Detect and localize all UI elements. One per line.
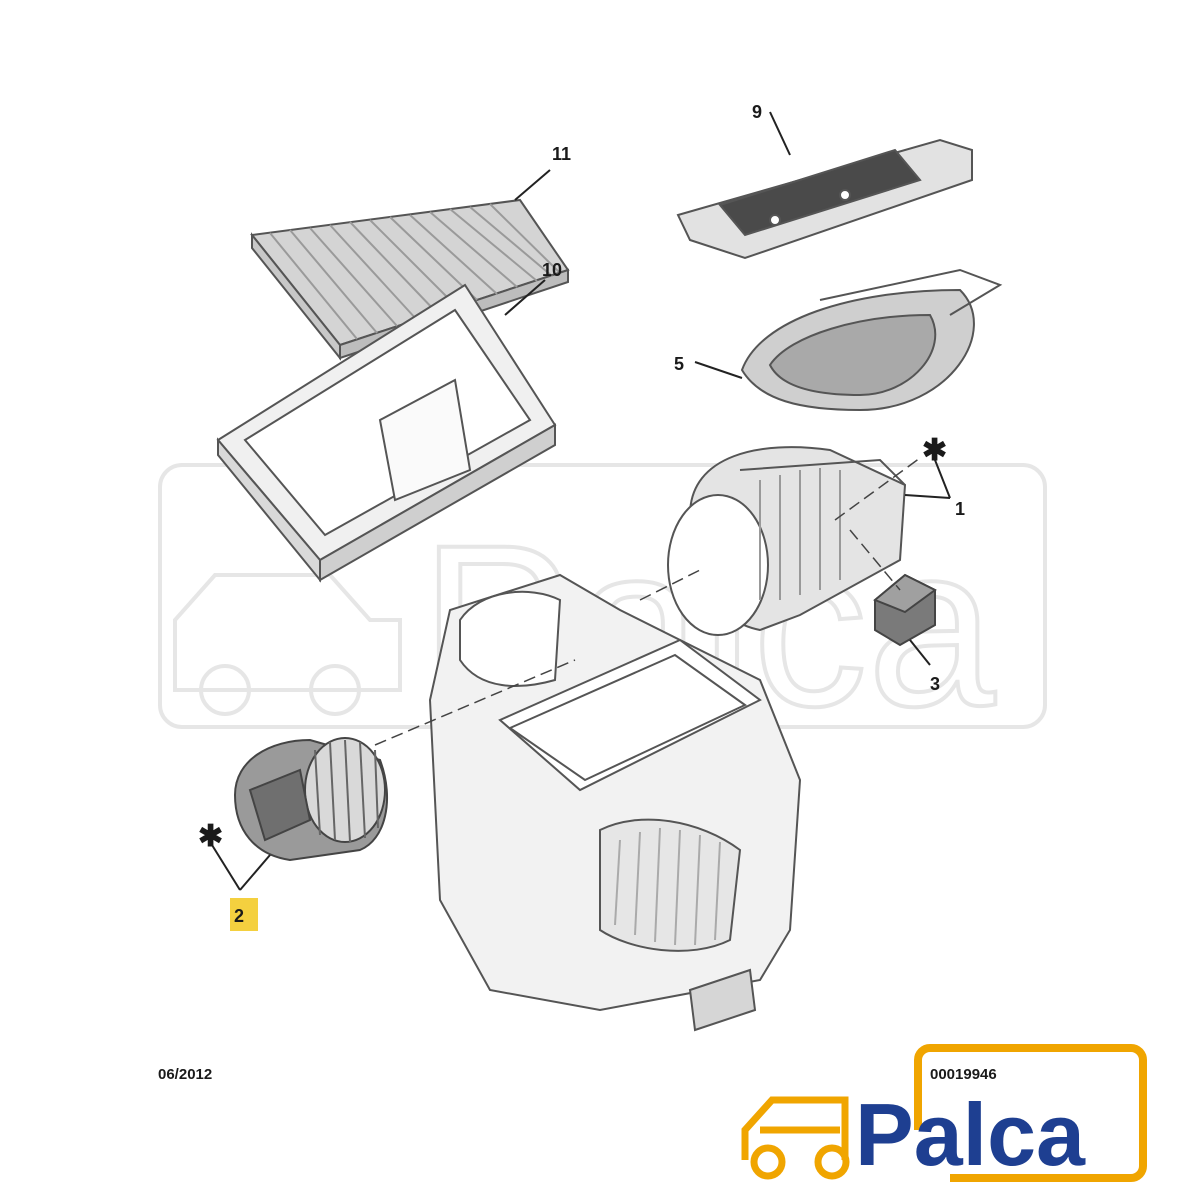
asterisk-icon: ✱: [922, 434, 947, 467]
truck-icon: [741, 1096, 850, 1180]
callout-2: 2: [234, 906, 244, 926]
leader-lines: [211, 111, 951, 891]
callout-11: 11: [552, 144, 571, 164]
assembly-lines: [374, 457, 921, 746]
callout-10: 10: [542, 260, 562, 280]
part-blower-housing[interactable]: [667, 446, 907, 636]
part-intake-cover[interactable]: [740, 268, 1003, 412]
watermark-wheel-icon: [199, 664, 251, 716]
part-blower-motor[interactable]: [233, 737, 388, 862]
part-upper-cover[interactable]: [676, 138, 973, 260]
asterisk-icon: ✱: [198, 820, 223, 853]
watermark-car-icon: [173, 573, 402, 692]
logo-frame-gap: [880, 1130, 950, 1185]
callout-1: 1: [955, 499, 965, 519]
diagram-ref-number: 00019946: [930, 1066, 997, 1083]
diagram-date: 06/2012: [158, 1066, 212, 1083]
callout-2-highlight: [230, 898, 258, 931]
part-filter-housing[interactable]: [216, 283, 557, 583]
logo-text: Palca: [855, 1085, 1086, 1184]
part-hvac-housing: [428, 573, 802, 1032]
callout-3: 3: [930, 674, 940, 694]
palca-logo: Palca: [741, 1044, 1147, 1185]
watermark-wheel-icon: [309, 664, 361, 716]
part-resistor-module[interactable]: [873, 573, 937, 647]
callout-9: 9: [752, 102, 762, 122]
callout-5: 5: [674, 354, 684, 374]
logo-frame: [914, 1044, 1147, 1182]
